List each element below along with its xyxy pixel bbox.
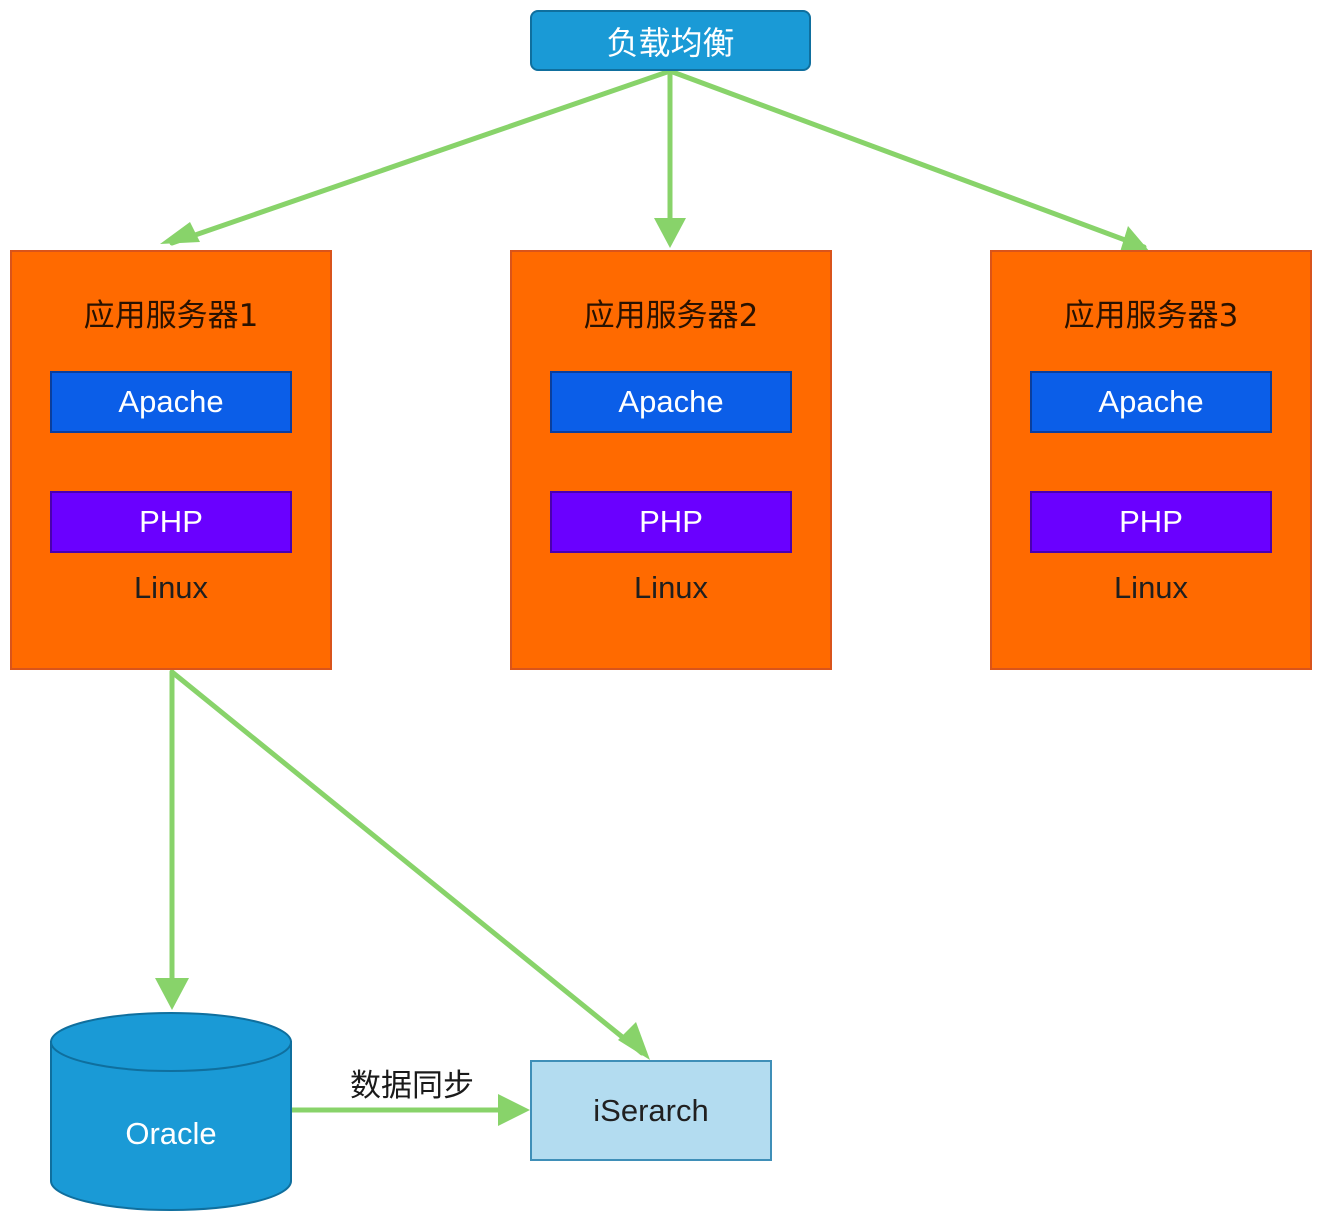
load-balancer-node: 负载均衡	[530, 10, 811, 71]
sync-edge-label: 数据同步	[350, 1068, 474, 1104]
isearch-node: iSerarch	[530, 1060, 772, 1161]
os-label: Linux	[633, 570, 709, 605]
arrowhead-server1	[160, 222, 200, 244]
arrow-server1-to-search	[169, 669, 645, 1056]
arrow-lb-to-server1	[169, 68, 673, 246]
arrow-lb-to-server3	[667, 68, 1147, 250]
oracle-label: Oracle	[125, 1116, 217, 1151]
php-layer: PHP	[1030, 491, 1272, 553]
arrowhead-server2	[654, 218, 686, 248]
os-label: Linux	[1113, 570, 1189, 605]
server-title: 应用服务器1	[83, 298, 259, 334]
apache-label: Apache	[118, 384, 224, 419]
server-title: 应用服务器3	[1063, 298, 1239, 334]
load-balancer-label: 负载均衡	[606, 23, 735, 62]
php-layer: PHP	[50, 491, 292, 553]
app-server-3: 应用服务器3 Apache PHP Linux	[990, 250, 1312, 670]
php-layer: PHP	[550, 491, 792, 553]
app-server-2: 应用服务器2 Apache PHP Linux	[510, 250, 832, 670]
php-label: PHP	[139, 504, 203, 539]
os-label: Linux	[133, 570, 209, 605]
apache-label: Apache	[1098, 384, 1204, 419]
isearch-label: iSerarch	[593, 1092, 709, 1128]
server-title: 应用服务器2	[583, 298, 759, 334]
arrowhead-sync	[498, 1094, 530, 1126]
apache-label: Apache	[618, 384, 724, 419]
apache-layer: Apache	[1030, 371, 1272, 433]
arrowhead-oracle	[155, 978, 189, 1010]
apache-layer: Apache	[50, 371, 292, 433]
arrowhead-search	[618, 1022, 650, 1060]
arrowhead-server3	[1120, 226, 1150, 252]
php-label: PHP	[639, 504, 703, 539]
php-label: PHP	[1119, 504, 1183, 539]
app-server-1: 应用服务器1 Apache PHP Linux	[10, 250, 332, 670]
oracle-database-icon	[50, 1012, 292, 1211]
apache-layer: Apache	[550, 371, 792, 433]
